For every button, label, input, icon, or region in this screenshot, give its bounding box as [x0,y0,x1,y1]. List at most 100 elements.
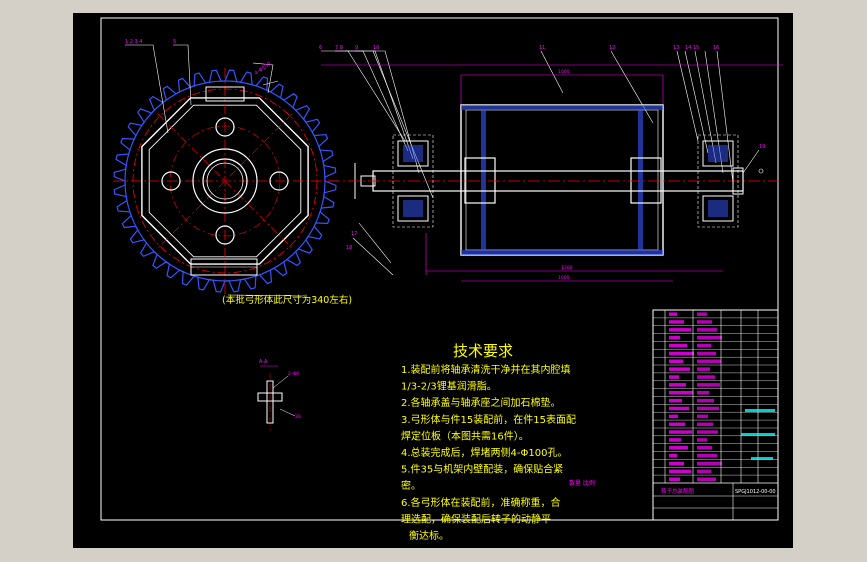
annotation-note: (本批弓形体此尺寸为340左右) [222,294,352,306]
parts-row-mark [697,453,717,458]
parts-row-mark [697,335,722,340]
section-aa-detail: A-A 2-Φ8 20 [257,359,301,431]
tech-title: 技术要求 [453,342,513,360]
detail-balloon-2: 20 [295,414,301,420]
dimension-lines [321,64,783,282]
detail-leader-1 [272,375,289,389]
svg-text:13: 13 [673,45,679,51]
top-plate [205,86,245,102]
parts-row-mark [669,430,692,434]
parts-row-mark [697,328,717,332]
octagon-body [141,97,309,265]
note-leader [227,294,304,297]
drawing-name: 转子总装配图 [661,487,695,495]
drum-bottom-wall [461,250,663,255]
rotor-side-view: 1 2 3 4 5 4-Φ100 (本批弓形体此尺寸为340左右) [113,39,352,306]
svg-text:1300: 1300 [561,265,573,271]
section-leaders [321,50,734,276]
right-hub [630,157,662,204]
drum-left-plate [481,110,486,250]
parts-row-mark [697,383,720,387]
parts-row-mark [697,438,707,442]
svg-text:17: 17 [351,231,357,237]
parts-row-mark [697,406,719,411]
parts-row-mark [669,438,681,442]
parts-row-mark [669,312,677,316]
drum-top-wall [461,105,663,110]
parts-row-mark [669,375,679,379]
title-block: 转子总装配图 SPGJ1012-00-00 [652,309,779,521]
tech-line-4: 3.弓形体与件15装配前，在件15表面配 [401,413,576,426]
side-view-balloons: 1 2 3 4 5 4-Φ100 [125,39,272,77]
cyan-note-3 [751,457,773,460]
drawing-frame [100,17,779,521]
technical-requirements: 技术要求 1.装配前将轴承清洗干净并在其内腔填1/3-2/3锂基润滑脂。2.各轴… [401,342,576,542]
parts-row-mark [697,312,707,316]
side-view-leaders [125,44,279,134]
detail-balloon-1: 2-Φ8 [288,371,299,377]
hub-bore [202,158,248,204]
left-hub [464,157,496,204]
parts-row-mark [669,453,677,458]
parts-list-columns [664,310,759,483]
tech-line-3: 2.各轴承盖与轴承座之间加石棉垫。 [401,396,561,409]
parts-row-mark [697,343,711,348]
drum-right-plate [638,110,643,250]
parts-row-mark [669,414,678,419]
parts-row-mark [697,391,709,395]
parts-row-mark [669,367,690,371]
parts-row-mark [669,477,680,481]
shaft-circle [206,162,244,200]
right-end-leader [742,149,760,174]
parts-row-mark [697,375,715,379]
cad-drawing: 1 2 3 4 5 4-Φ100 (本批弓形体此尺寸为340左右) 6 [100,17,783,542]
tech-line-9: 6.各弓形体在装配前，准确称重，合 [401,496,561,509]
hole-right [269,171,289,191]
tech-line-7: 5.件35与机架内壁配装，确保贴合紧 [401,463,563,476]
tech-line-8: 密。 [401,479,421,492]
svg-text:18: 18 [346,245,352,251]
svg-text:9: 9 [355,45,358,51]
svg-text:1 2 3 4: 1 2 3 4 [125,39,143,45]
tech-line-1: 1.装配前将轴承清洗干净并在其内腔填 [401,363,571,376]
octagon-inner [148,104,302,258]
parts-row-mark [697,430,718,434]
svg-text:5: 5 [173,39,176,45]
bolt-circle [169,125,281,237]
section-label: A-A [259,359,268,365]
tech-lines: 1.装配前将轴承清洗干净并在其内腔填1/3-2/3锂基润滑脂。2.各轴承盖与轴承… [401,363,576,542]
parts-row-mark [669,320,684,324]
parts-row-mark [697,422,713,426]
parts-row-mark [669,461,684,466]
parts-row-mark [669,343,687,348]
cyan-note-1 [745,409,775,412]
title-block-frame [652,309,779,521]
parts-row-mark [669,335,680,340]
parts-row-mark [669,406,689,411]
hole-bottom [215,225,235,245]
parts-row-mark [697,477,716,481]
parts-row-mark [669,446,688,450]
svg-text:1000: 1000 [558,275,570,281]
svg-text:10: 10 [373,45,379,51]
right-end-balloon: 19 [759,144,765,150]
parts-row-mark [697,398,714,403]
parts-row-mark [697,351,716,356]
cad-viewport[interactable]: 1 2 3 4 5 4-Φ100 (本批弓形体此尺寸为340左右) 6 [73,13,793,548]
parts-row-mark [669,328,691,332]
parts-row-mark [669,391,693,395]
bearing-assemblies [397,140,734,222]
svg-text:6: 6 [319,45,322,51]
parts-row-mark [669,359,683,363]
svg-text:11: 11 [539,45,545,51]
hub-outer [192,148,258,214]
parts-row-mark [669,398,682,403]
signature-labels: 数量 比例 [569,479,595,487]
detail-leader-2 [279,408,296,417]
tech-line-11: 衡达标。 [409,530,449,542]
parts-row-mark [669,422,685,426]
right-bearing-block [697,134,739,228]
drum-shell [460,104,664,256]
